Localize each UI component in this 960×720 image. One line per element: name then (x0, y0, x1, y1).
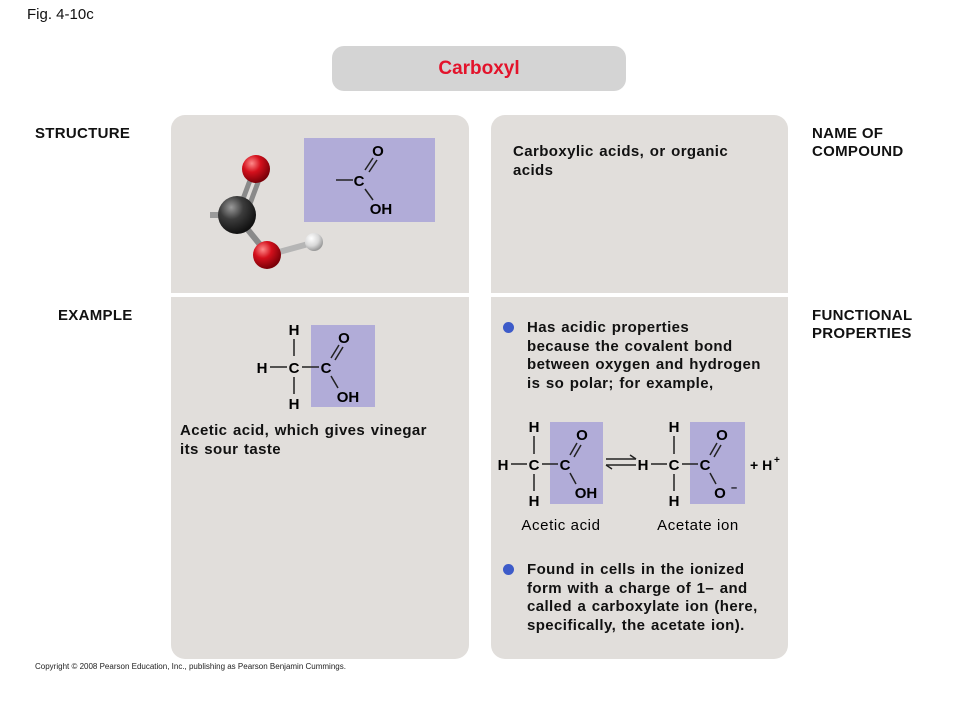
acid-label: Acetic acid (521, 517, 600, 534)
bullet-1 (503, 322, 514, 333)
compound-name-line2: acids (513, 161, 554, 179)
functional-properties-label-line1: FUNCTIONAL (812, 307, 913, 324)
ion-anion-charge: – (731, 482, 737, 494)
acetic-acid-highlight (311, 325, 375, 407)
ion-h-left: H (638, 457, 649, 474)
compound-name: Carboxylic acids, or organic acids (513, 143, 728, 180)
copyright-notice: Copyright © 2008 Pearson Education, Inc.… (35, 662, 346, 671)
atom-h-bottom: H (289, 396, 300, 413)
acid-oxygen: O (576, 427, 588, 444)
carboxyl-formula: C O OH (304, 138, 435, 222)
acid-bond-double-1 (569, 442, 578, 456)
name-of-compound-label-line2: COMPOUND (812, 143, 904, 160)
bond-double-1 (364, 157, 374, 171)
ion-label: Acetate ion (657, 517, 739, 534)
name-of-compound-label: NAME OF COMPOUND (812, 125, 904, 161)
ion-c-carboxyl: C (700, 457, 711, 474)
acid-hydroxyl: OH (575, 485, 598, 502)
hydrogen-atom (305, 233, 323, 251)
formula-highlight (304, 138, 435, 222)
ion-h-bottom: H (669, 493, 680, 510)
name-of-compound-label-line1: NAME OF (812, 125, 884, 142)
atom-hydroxyl: OH (337, 389, 360, 406)
figure-label: Fig. 4-10c (27, 6, 94, 23)
property-2-line2: form with a charge of 1– and (527, 579, 748, 597)
oxygen-atom-hydroxyl (253, 241, 281, 269)
acid-bond-single (569, 472, 577, 485)
name-panel (491, 115, 788, 293)
title-banner: Carboxyl (332, 46, 626, 91)
bond-single (330, 375, 339, 389)
acid-bond-double-2 (573, 444, 582, 458)
carbon-atom (218, 196, 256, 234)
acid-highlight (550, 422, 603, 504)
acetic-acid-formula: H H C H C O OH (257, 322, 375, 413)
example-caption-line2: its sour taste (180, 440, 281, 458)
page-title: Carboxyl (438, 57, 520, 79)
structure-label: STRUCTURE (35, 125, 131, 142)
atom-h-top: H (289, 322, 300, 339)
atom-c-methyl: C (289, 360, 300, 377)
bullet-2 (503, 564, 514, 575)
ion-bond-double-2 (713, 444, 722, 458)
proton-charge: + (774, 455, 780, 466)
property-1-line4: is so polar; for example, (527, 374, 714, 392)
acid-c-methyl: C (529, 457, 540, 474)
property-2-line1: Found in cells in the ionized (527, 561, 745, 578)
ion-anion-oxygen: O (714, 485, 726, 502)
ion-h-top: H (669, 419, 680, 436)
arrow-forward-head (629, 454, 637, 460)
example-label: EXAMPLE (58, 307, 133, 324)
atom-carbon: C (354, 173, 365, 190)
property-1-text: Has acidic properties because the covale… (527, 319, 761, 393)
acid-h-top: H (529, 419, 540, 436)
arrow-reverse-head (605, 464, 613, 470)
ion-highlight (690, 422, 745, 504)
property-1-line1: Has acidic properties (527, 319, 690, 336)
example-caption: Acetic acid, which gives vinegar its sou… (180, 422, 427, 459)
dissociation-reaction: H H C H C O OH H H C H C O O – + H + Ace… (498, 419, 780, 534)
compound-name-line1: Carboxylic acids, or organic (513, 143, 729, 160)
acid-h-left: H (498, 457, 509, 474)
bond-double-1 (330, 344, 340, 359)
proton-label: + H (750, 457, 772, 473)
oxygen-atom-double (242, 155, 270, 183)
property-2-text: Found in cells in the ionized form with … (527, 561, 758, 635)
functional-properties-label: FUNCTIONAL PROPERTIES (812, 307, 913, 343)
atom-oxygen: O (372, 143, 384, 160)
property-1-line3: between oxygen and hydrogen (527, 356, 761, 373)
ball-and-stick-model (210, 155, 323, 269)
functional-properties-label-line2: PROPERTIES (812, 325, 912, 342)
acid-h-bottom: H (529, 493, 540, 510)
atom-c-carboxyl: C (321, 360, 332, 377)
atom-h-left: H (257, 360, 268, 377)
ion-bond-double-1 (709, 442, 718, 456)
property-2-line3: called a carboxylate ion (here, (527, 598, 758, 615)
ion-bond-single (709, 472, 717, 485)
property-1-line2: because the covalent bond (527, 337, 733, 355)
property-2-line4: specifically, the acetate ion). (527, 616, 745, 634)
atom-oxygen: O (338, 330, 350, 347)
ion-c-methyl: C (669, 457, 680, 474)
acid-c-carboxyl: C (560, 457, 571, 474)
bond-double-2 (334, 346, 344, 361)
ion-oxygen: O (716, 427, 728, 444)
bond-single (364, 188, 374, 201)
example-caption-line1: Acetic acid, which gives vinegar (180, 422, 427, 439)
atom-hydroxyl: OH (370, 201, 393, 218)
bond-double-2 (368, 159, 378, 173)
